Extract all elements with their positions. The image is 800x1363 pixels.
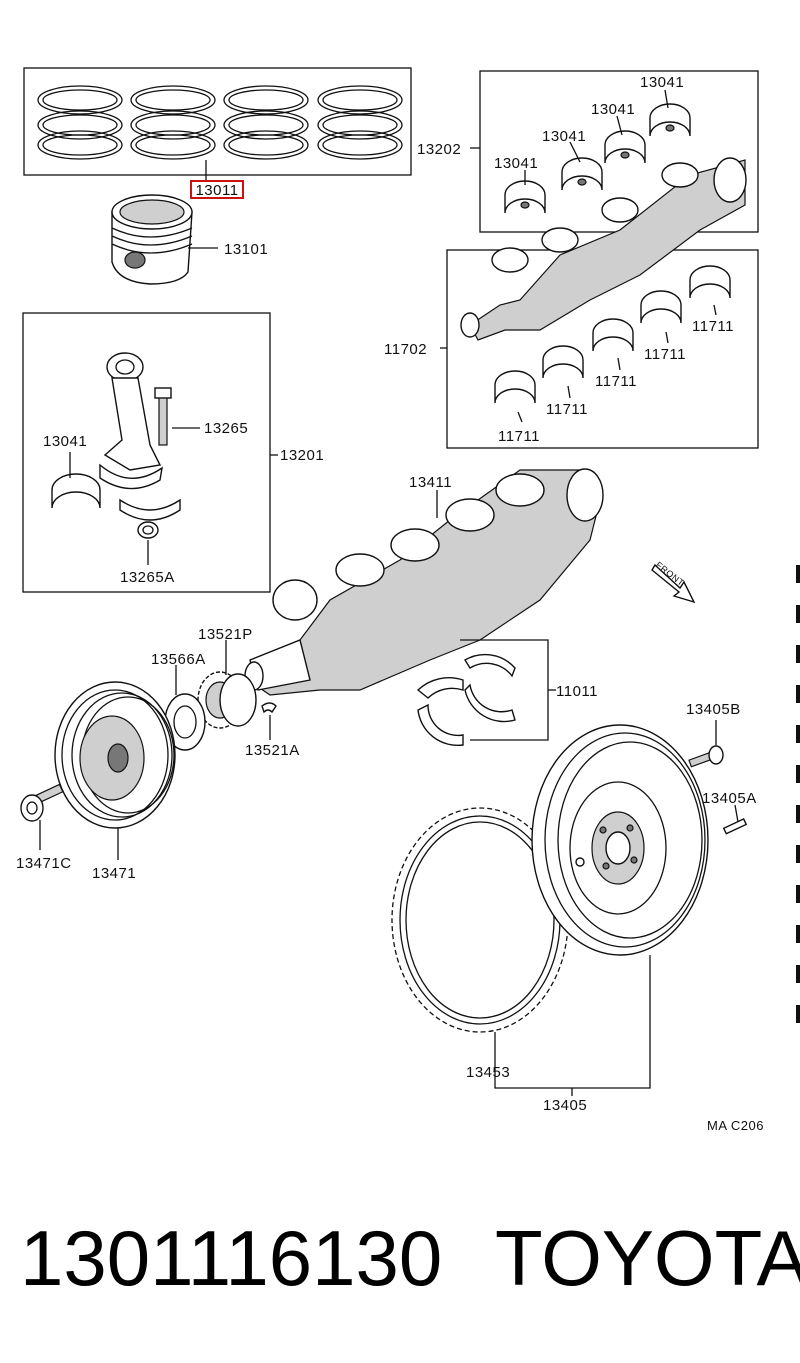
dowel-pin [722, 818, 748, 835]
piston-ring-set-3 [223, 85, 309, 160]
label-13521p[interactable]: 13521P [198, 626, 253, 643]
label-13453[interactable]: 13453 [466, 1064, 510, 1081]
bearing-shell-11711-a [494, 370, 536, 404]
label-13101[interactable]: 13101 [224, 241, 268, 258]
connecting-rod-box [22, 312, 278, 593]
rod-bolt [154, 387, 172, 446]
label-11711-a[interactable]: 11711 [498, 428, 540, 445]
label-13521a[interactable]: 13521A [245, 742, 300, 759]
gear-washer [164, 693, 206, 751]
thrust-washers [416, 639, 556, 747]
label-13471c[interactable]: 13471C [16, 855, 72, 872]
rod-bearing-13041 [51, 473, 101, 509]
edge-fragments [796, 565, 800, 1023]
pulley-bolt [20, 783, 64, 822]
label-13041-b[interactable]: 13041 [542, 128, 586, 145]
label-11711-d[interactable]: 11711 [644, 346, 686, 363]
label-13411[interactable]: 13411 [409, 474, 452, 491]
label-13265[interactable]: 13265 [204, 420, 248, 437]
crankshaft-small-view [460, 157, 747, 341]
piston-ring-set-4 [317, 85, 403, 160]
rod-nut [137, 521, 159, 539]
label-11711-e[interactable]: 11711 [692, 318, 734, 335]
label-13405a[interactable]: 13405A [702, 790, 757, 807]
bearing-shell-13041-c [604, 130, 646, 164]
label-13566a[interactable]: 13566A [151, 651, 206, 668]
label-13041-c[interactable]: 13041 [591, 101, 635, 118]
highlight-box-13011 [190, 180, 244, 199]
piston-ring-set-box [23, 67, 412, 182]
connecting-rod [99, 352, 163, 490]
rod-cap [119, 498, 181, 521]
label-13405b[interactable]: 13405B [686, 701, 741, 718]
label-13471[interactable]: 13471 [92, 865, 136, 882]
label-13041-d[interactable]: 13041 [640, 74, 684, 91]
label-11011[interactable]: 11011 [556, 683, 598, 700]
label-11711-b[interactable]: 11711 [546, 401, 588, 418]
label-11702[interactable]: 11702 [384, 341, 427, 358]
label-13041-rod[interactable]: 13041 [43, 433, 87, 450]
bearing-shell-11711-d [640, 290, 682, 324]
flywheel [531, 724, 709, 956]
label-13201[interactable]: 13201 [280, 447, 324, 464]
label-13041-a[interactable]: 13041 [494, 155, 538, 172]
bearing-shell-13041-b [561, 157, 603, 191]
flywheel-bolt [688, 745, 724, 768]
label-13202[interactable]: 13202 [417, 141, 461, 158]
piston-ring-set-2 [130, 85, 216, 160]
bearing-shell-11711-b [542, 345, 584, 379]
bearing-shell-13041-a [504, 180, 546, 214]
piston [111, 194, 218, 285]
label-13265a[interactable]: 13265A [120, 569, 175, 586]
crankshaft [244, 468, 604, 696]
crank-timing-gear [197, 671, 257, 729]
footer-part-number: 1301116130 [20, 1214, 442, 1302]
label-13405[interactable]: 13405 [543, 1097, 587, 1114]
label-11711-c[interactable]: 11711 [595, 373, 637, 390]
label-13011[interactable]: 13011 [195, 182, 238, 199]
footer-brand: TOYOTA [495, 1214, 800, 1302]
bearing-shell-11711-e [689, 265, 731, 299]
piston-ring-set-1 [37, 85, 123, 160]
crank-key [261, 702, 277, 714]
bearing-shell-13041-d [649, 103, 691, 137]
front-arrow-icon: FRONT [651, 560, 696, 604]
bearing-shell-11711-c [592, 318, 634, 352]
main-bearing-box [440, 157, 759, 449]
diagram-code: MA C206 [707, 1118, 764, 1133]
crankshaft-pulley [54, 681, 176, 829]
